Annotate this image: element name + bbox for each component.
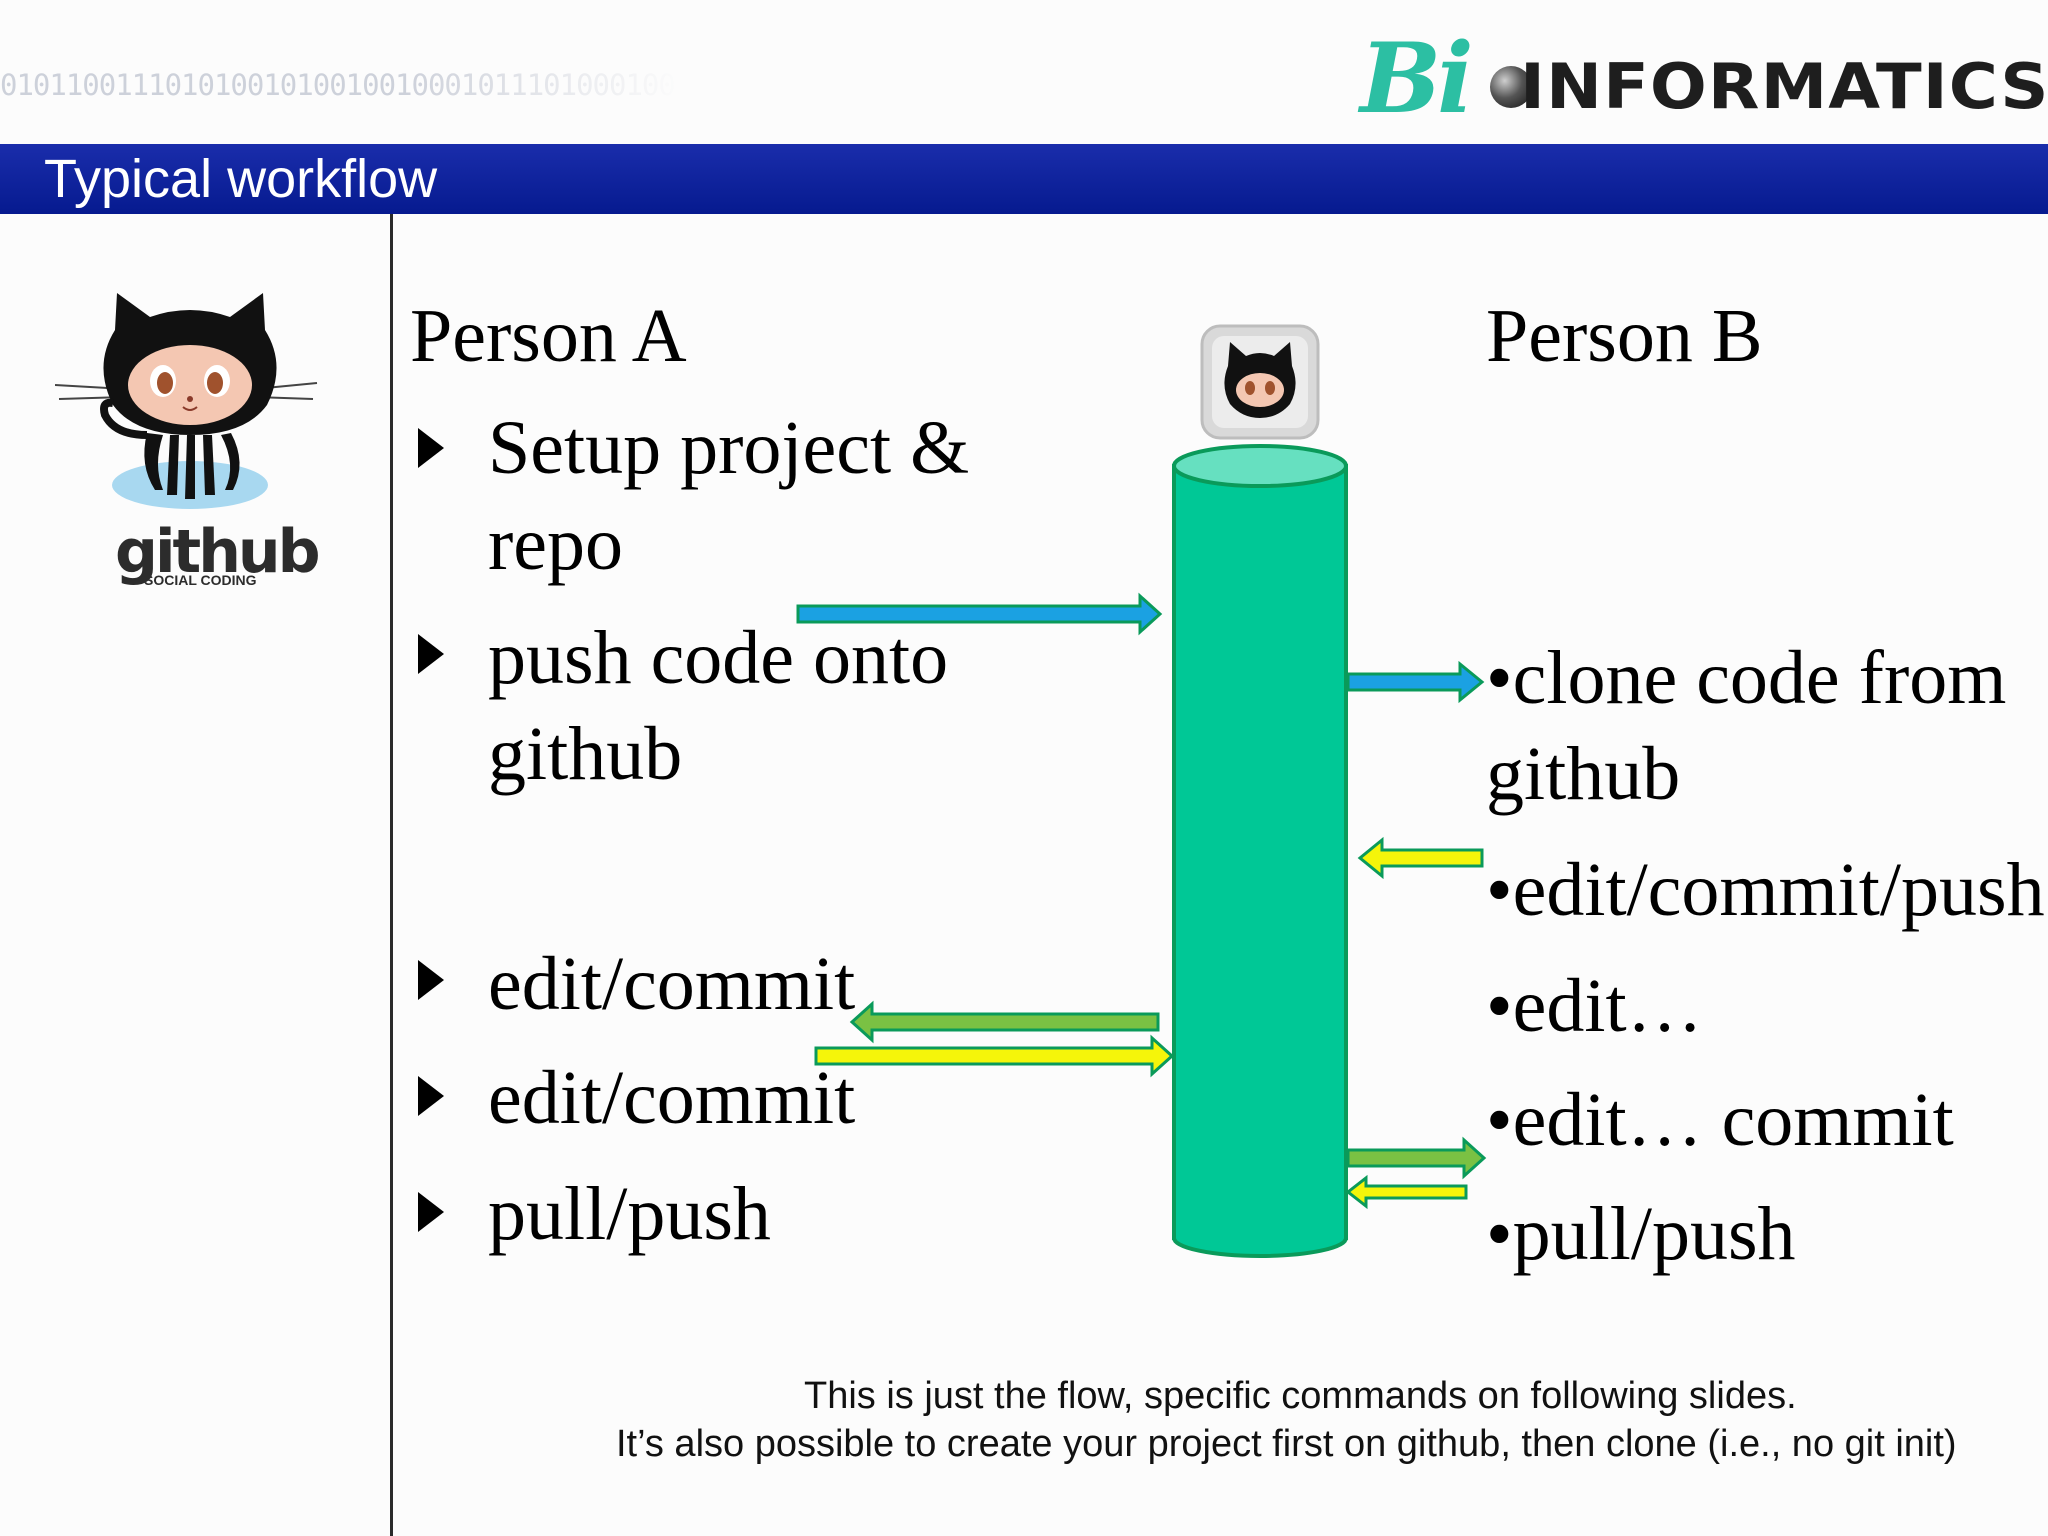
github-octocat-icon xyxy=(55,293,318,509)
bullet-triangle-icon xyxy=(418,1076,444,1116)
person-a-item-setup-cont: repo xyxy=(488,502,624,586)
bullet-triangle-icon xyxy=(418,960,444,1000)
binary-pattern: 0101100111010100101001001000101110100010… xyxy=(0,8,680,138)
pull-arrow-b xyxy=(1346,1136,1487,1180)
person-b-item-edit: •edit… xyxy=(1486,964,1703,1048)
push-arrow xyxy=(796,592,1163,636)
binary-line: 0101100111010100101001001000101110100010… xyxy=(0,68,680,102)
vertical-divider xyxy=(390,214,393,1536)
person-b-item-edit-commit: •edit… commit xyxy=(1486,1078,1954,1162)
repository-cylinder xyxy=(1172,444,1348,1258)
person-a-item-edit-commit-2: edit/commit xyxy=(488,1056,856,1140)
person-b-item-pull-push: •pull/push xyxy=(1486,1192,1796,1276)
logo-text: INFORMATICS xyxy=(1520,50,2048,123)
person-a-item-setup: Setup project & xyxy=(488,406,970,490)
person-a-heading: Person A xyxy=(410,294,687,378)
person-b-item-clone: •clone code from xyxy=(1486,636,2007,720)
github-wordmark: github xyxy=(115,517,321,587)
note-line-2: It’s also possible to create your projec… xyxy=(616,1423,1957,1465)
person-a-item-push-cont: github xyxy=(488,712,683,796)
person-a-item-edit-commit-1: edit/commit xyxy=(488,942,856,1026)
push-arrow-b-yellow xyxy=(1345,1174,1468,1210)
logo-ball-icon xyxy=(1490,66,1532,108)
person-a-item-push: push code onto xyxy=(488,616,949,700)
bioinformatics-logo: Bi INFORMATICS xyxy=(1360,22,2048,135)
logo-prefix: Bi xyxy=(1360,22,1474,135)
pull-arrow-a xyxy=(849,1000,1160,1044)
slide-title: Typical workflow xyxy=(44,149,438,209)
person-b-heading: Person B xyxy=(1486,294,1763,378)
github-app-icon xyxy=(1200,324,1320,440)
title-bar: Typical workflow xyxy=(0,144,2048,214)
person-a-item-pull-push: pull/push xyxy=(488,1172,771,1256)
bullet-triangle-icon xyxy=(418,634,444,674)
note-line-1: This is just the flow, specific commands… xyxy=(804,1375,1797,1417)
clone-arrow xyxy=(1346,660,1485,704)
person-b-item-clone-cont: github xyxy=(1486,732,1681,816)
person-b-item-edit-commit-push: •edit/commit/push xyxy=(1486,848,2045,932)
bullet-triangle-icon xyxy=(418,1192,444,1232)
push-arrow-a-yellow xyxy=(814,1034,1175,1078)
push-arrow-b xyxy=(1357,836,1484,880)
github-tagline: SOCIAL CODING xyxy=(144,572,257,588)
bullet-triangle-icon xyxy=(418,428,444,468)
